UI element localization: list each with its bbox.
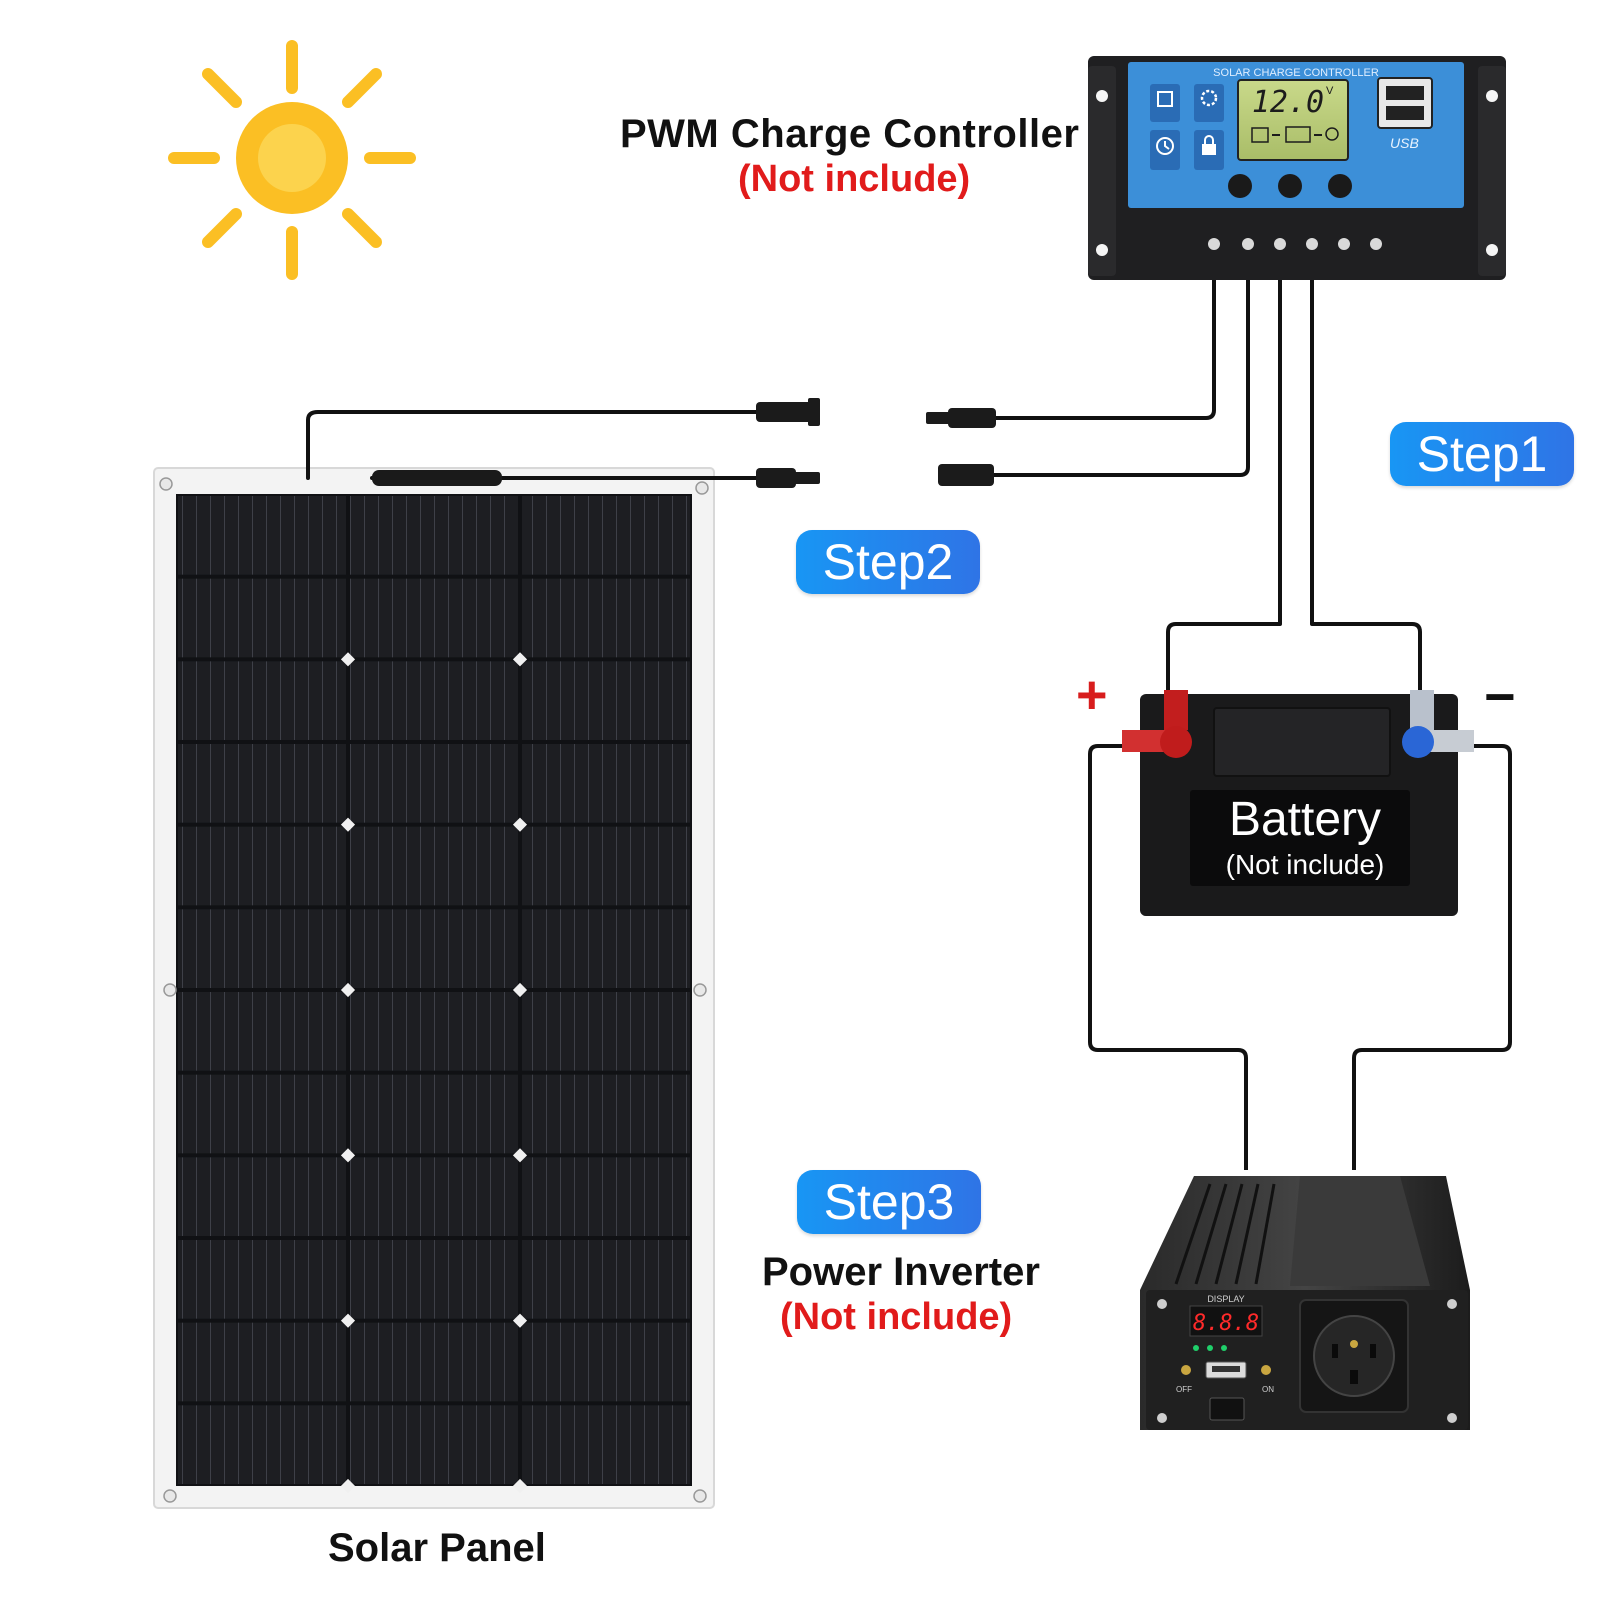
solar-cell xyxy=(350,826,518,906)
chip-icon xyxy=(1150,84,1180,122)
controller-button-up[interactable] xyxy=(1278,174,1302,198)
mc4-connectors-panel xyxy=(756,398,820,488)
solar-cell xyxy=(178,661,346,740)
solar-cell xyxy=(522,909,690,988)
usb-label: USB xyxy=(1390,135,1419,151)
controller-title: PWM Charge Controller xyxy=(620,112,1080,156)
solar-cell xyxy=(350,744,518,823)
step2-badge: Step2 xyxy=(796,530,980,594)
battery xyxy=(1122,690,1474,916)
junction-box xyxy=(372,470,502,486)
controller-button-down[interactable] xyxy=(1328,174,1352,198)
controller-header: SOLAR CHARGE CONTROLLER xyxy=(1213,67,1379,79)
inverter-note: (Not include) xyxy=(780,1296,1013,1338)
solar-cell xyxy=(350,909,518,988)
plus-sign: + xyxy=(1076,665,1108,725)
clock-icon xyxy=(1150,130,1180,170)
solar-cell xyxy=(522,1322,690,1402)
solar-cell xyxy=(178,1157,346,1236)
cell-gap-marker xyxy=(512,1148,528,1163)
power-inverter: DISPLAY 8.8.8 OFF ON xyxy=(1140,1176,1470,1430)
battery-label: Battery (Not include) xyxy=(1195,792,1415,881)
controller-note: (Not include) xyxy=(738,158,971,200)
cell-gap-marker xyxy=(512,652,528,667)
solar-cell xyxy=(522,661,690,740)
controller-wires xyxy=(994,280,1422,696)
solar-cell xyxy=(350,496,518,575)
cell-gap-marker xyxy=(512,1313,528,1328)
solar-cell xyxy=(178,744,346,823)
solar-cell xyxy=(350,1157,518,1236)
cell-gap-marker xyxy=(340,1148,356,1163)
solar-panel-title: Solar Panel xyxy=(328,1526,546,1570)
solar-cell xyxy=(178,1074,346,1154)
inverter-off-label: OFF xyxy=(1176,1385,1192,1394)
battery-plus-terminal xyxy=(1122,690,1192,758)
inverter-title: Power Inverter xyxy=(762,1250,1040,1294)
solar-cell xyxy=(178,992,346,1071)
lock-icon xyxy=(1194,130,1224,170)
solar-cell xyxy=(178,1322,346,1402)
solar-cell xyxy=(522,496,690,575)
cell-gap-marker xyxy=(512,1478,528,1494)
lcd-value: 12.0 xyxy=(1252,85,1324,120)
cell-gap-marker xyxy=(512,817,528,832)
controller-lcd: 12.0 V xyxy=(1237,79,1349,161)
inverter-display-value: 8.8.8 xyxy=(1193,1311,1259,1336)
solar-cell xyxy=(522,826,690,906)
inverter-ac-outlet xyxy=(1299,1299,1409,1413)
controller-terminals xyxy=(1208,238,1382,250)
cell-gap-marker xyxy=(340,1478,356,1494)
cell-gap-marker xyxy=(340,982,356,998)
solar-cell xyxy=(350,1405,518,1484)
mc4-connectors-controller xyxy=(926,408,996,486)
solar-cell xyxy=(522,744,690,823)
battery-note: (Not include) xyxy=(1225,849,1385,880)
cell-gap-marker xyxy=(340,1313,356,1328)
sun-icon xyxy=(168,40,416,280)
charge-controller: SOLAR CHARGE CONTROLLER 12.0 V xyxy=(1088,56,1506,280)
cell-gap-marker xyxy=(340,817,356,832)
solar-cell xyxy=(350,661,518,740)
solar-cell xyxy=(522,1405,690,1484)
inverter-on-label: ON xyxy=(1262,1385,1274,1394)
step3-badge: Step3 xyxy=(797,1170,981,1234)
solar-cell xyxy=(522,578,690,658)
solar-cell xyxy=(350,578,518,658)
gear-icon xyxy=(1194,84,1224,122)
solar-cell xyxy=(178,496,346,575)
solar-cell xyxy=(350,1322,518,1402)
solar-cell xyxy=(178,1240,346,1319)
inverter-power-switch[interactable] xyxy=(1209,1397,1245,1421)
solar-cell xyxy=(178,826,346,906)
solar-panel xyxy=(153,467,715,1509)
minus-sign: − xyxy=(1484,667,1516,727)
solar-cell xyxy=(178,1405,346,1484)
solar-cell xyxy=(178,578,346,658)
usb-ports: USB xyxy=(1377,77,1433,151)
solar-cell xyxy=(350,992,518,1071)
cell-gap-marker xyxy=(340,652,356,667)
solar-cell xyxy=(350,1240,518,1319)
cell-gap-marker xyxy=(512,982,528,998)
solar-cell xyxy=(522,992,690,1071)
battery-minus-terminal xyxy=(1402,690,1474,758)
solar-cell xyxy=(522,1240,690,1319)
inverter-display-label: DISPLAY xyxy=(1207,1294,1244,1304)
lcd-unit: V xyxy=(1326,85,1334,97)
inverter-wires xyxy=(1088,744,1512,1170)
step1-badge: Step1 xyxy=(1390,422,1574,486)
solar-cell xyxy=(522,1074,690,1154)
battery-title: Battery xyxy=(1228,793,1382,846)
controller-button-menu[interactable] xyxy=(1228,174,1252,198)
solar-cell xyxy=(350,1074,518,1154)
solar-cell xyxy=(522,1157,690,1236)
solar-cell xyxy=(178,909,346,988)
